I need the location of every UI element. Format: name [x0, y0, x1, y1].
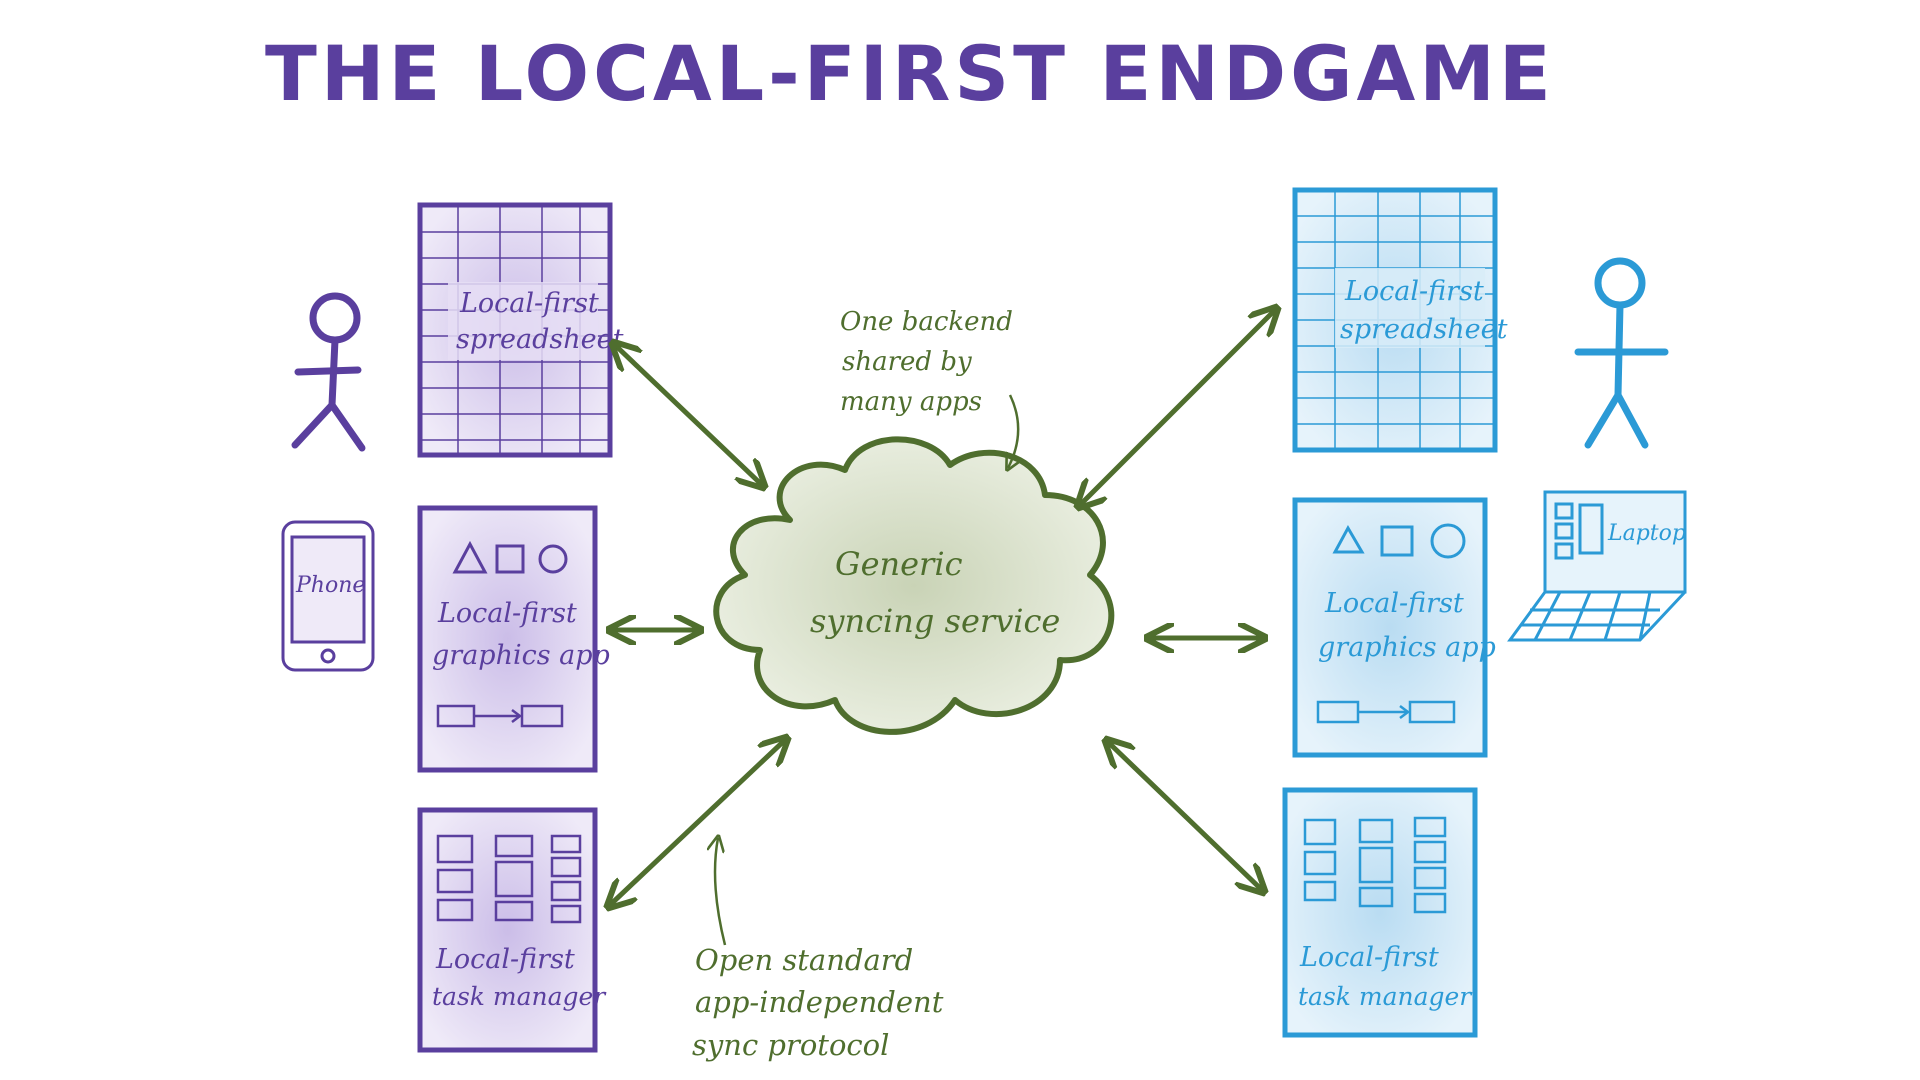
- note-protocol: Open standard app-independent sync proto…: [692, 838, 944, 1062]
- note-backend-line2: shared by: [842, 347, 972, 377]
- right-graphics-label-line1: Local-first: [1324, 588, 1464, 619]
- cloud-label-line1: Generic: [835, 545, 963, 583]
- left-graphics-label-line1: Local-first: [437, 598, 577, 629]
- left-spreadsheet-label-line2: spreadsheet: [456, 324, 624, 355]
- right-spreadsheet-label-line1: Local-first: [1344, 276, 1484, 307]
- note-backend-line3: many apps: [840, 387, 982, 417]
- page-title: THE LOCAL-FIRST ENDGAME: [265, 29, 1555, 118]
- cloud-label-line2: syncing service: [810, 602, 1060, 640]
- arrow-right-tasks: [1108, 742, 1262, 890]
- left-spreadsheet-label-line1: Local-first: [459, 288, 599, 319]
- left-task-label-line1: Local-first: [435, 944, 575, 975]
- note-protocol-line2: app-independent: [695, 985, 944, 1019]
- cloud-icon: [716, 439, 1111, 732]
- left-graphics-label-line2: graphics app: [432, 640, 610, 671]
- left-spreadsheet-card: Local-first spreadsheet: [420, 205, 624, 455]
- arrow-left-spreadsheet: [615, 345, 762, 485]
- user-left-stick-figure-icon: [295, 296, 362, 448]
- left-graphics-card: Local-first graphics app: [420, 508, 610, 770]
- arrow-left-tasks: [610, 740, 785, 905]
- right-spreadsheet-card: Local-first spreadsheet: [1295, 190, 1508, 450]
- right-spreadsheet-label-line2: spreadsheet: [1340, 314, 1508, 345]
- note-backend-line1: One backend: [840, 307, 1013, 337]
- laptop-icon: [1510, 492, 1685, 640]
- right-task-manager-card: Local-first task manager: [1285, 790, 1475, 1035]
- laptop-label: Laptop: [1607, 521, 1686, 546]
- right-graphics-card: Local-first graphics app: [1295, 500, 1496, 755]
- left-task-label-line2: task manager: [432, 982, 607, 1011]
- left-task-manager-card: Local-first task manager: [420, 810, 607, 1050]
- arrow-right-spreadsheet: [1080, 310, 1275, 505]
- phone-label: Phone: [295, 573, 365, 598]
- user-right-stick-figure-icon: [1578, 261, 1665, 445]
- right-task-label-line1: Local-first: [1299, 942, 1439, 973]
- right-task-label-line2: task manager: [1298, 982, 1473, 1011]
- note-protocol-line1: Open standard: [695, 943, 913, 977]
- note-protocol-line3: sync protocol: [692, 1028, 889, 1062]
- right-graphics-label-line2: graphics app: [1318, 632, 1496, 663]
